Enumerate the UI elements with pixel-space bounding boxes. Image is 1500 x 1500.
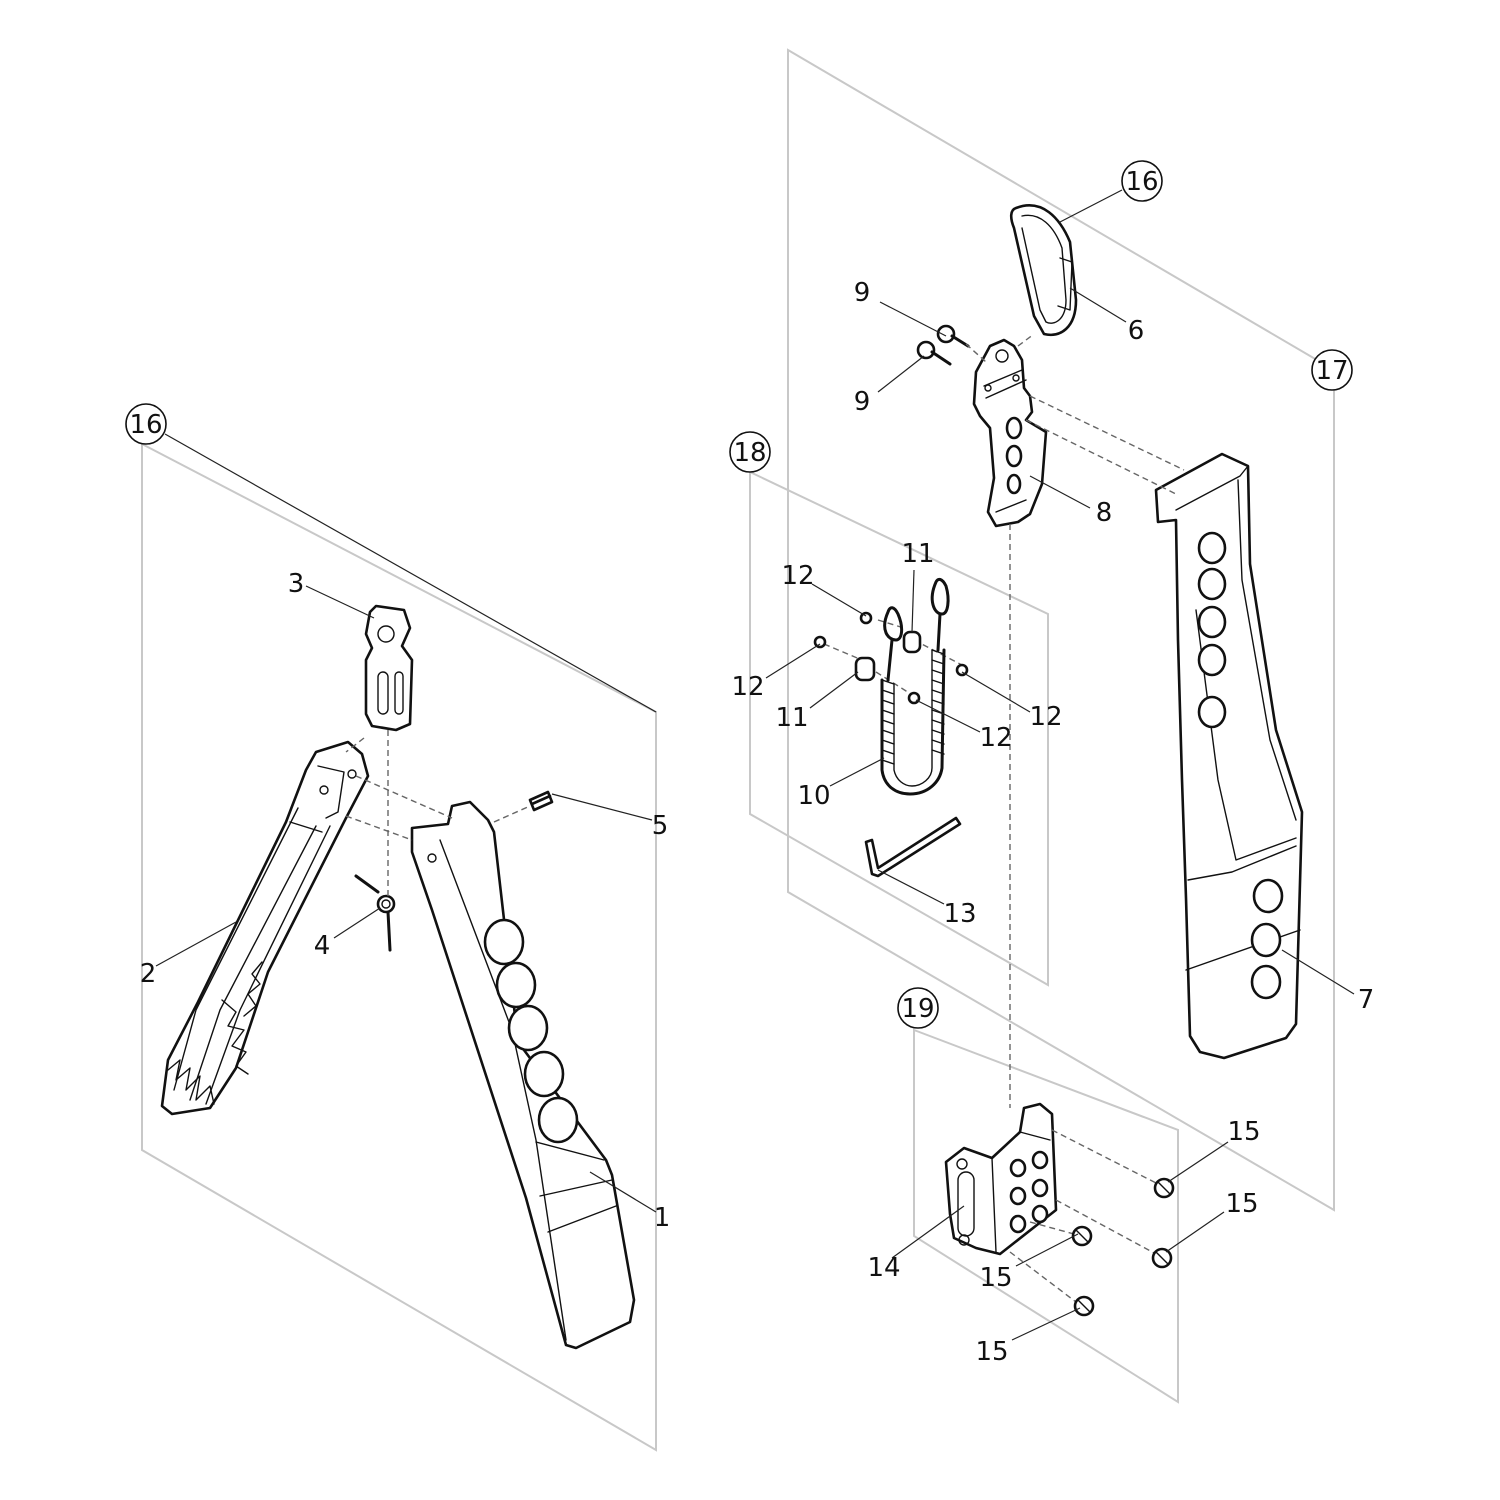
frame-assembly-17 [787,48,1335,1212]
callout-part-8: 8 [1096,498,1113,528]
callout-part-10: 10 [797,781,830,811]
assembly-label-18: 18 [733,438,766,468]
part-callouts: 1 2 3 4 5 6 7 8 9 9 10 11 11 12 12 12 12… [140,278,1375,1367]
part-4-spring [354,874,396,952]
assembly-label-19: 19 [901,994,934,1024]
callout-part-12-right: 12 [1029,702,1062,732]
callout-part-15-upper-right: 15 [1227,1117,1260,1147]
part-3-clevis [364,604,414,732]
part-14-plate [944,1102,1058,1256]
callout-part-3: 3 [288,569,305,599]
assembly-dashes-left [345,730,531,896]
assembly-bubble-16-left: 16 [125,403,167,445]
part-12-set-screws [813,611,969,705]
part-8-bracket [972,338,1048,528]
frame-assembly-18 [749,470,1049,987]
callout-part-12-bottom: 12 [979,723,1012,753]
callout-part-14: 14 [867,1253,900,1283]
callout-part-9-upper: 9 [854,278,871,308]
part-13-hex-key [864,816,962,878]
part-9-screws [916,324,970,366]
callout-part-15-lower-right: 15 [1225,1189,1258,1219]
part-5-pin [528,790,554,812]
assembly-bubble-18: 18 [729,431,771,473]
callout-part-11-lower: 11 [775,703,808,733]
part-7-holster [1154,452,1304,1060]
frame-assembly-16-left [141,442,657,1452]
assembly-label-17: 17 [1315,356,1348,386]
callout-part-15-middle: 15 [979,1263,1012,1293]
assembly-label-16-top: 16 [1125,167,1158,197]
part-10-lanyard [880,577,950,796]
part-2-blade [160,740,370,1116]
frame-assembly-19 [913,1028,1179,1404]
assembly-label-16-left: 16 [129,410,162,440]
assembly-dashes-right [823,333,1185,1108]
frame-16-left-leader [164,433,657,713]
assembly-frames [141,48,1335,1452]
callout-part-13: 13 [943,899,976,929]
assembly-bubble-19: 19 [897,987,939,1029]
callout-part-12-top: 12 [781,561,814,591]
leader-lines [155,189,1355,1341]
assembly-bubble-17: 17 [1311,349,1353,391]
callout-part-4: 4 [314,931,331,961]
part-6-carabiner [1009,204,1078,337]
callout-part-1: 1 [654,1203,671,1233]
part-1-handle [410,800,636,1350]
callout-part-6: 6 [1128,316,1145,346]
callout-part-11-upper: 11 [901,539,934,569]
callout-part-5: 5 [652,811,669,841]
callout-part-12-left: 12 [731,672,764,702]
callout-part-7: 7 [1358,985,1375,1015]
callout-part-15-bottom: 15 [975,1337,1008,1367]
callout-part-2: 2 [140,959,157,989]
callout-part-9-lower: 9 [854,387,871,417]
part-15-screws [1009,1129,1175,1317]
assembly-bubble-16-top: 16 [1121,160,1163,202]
